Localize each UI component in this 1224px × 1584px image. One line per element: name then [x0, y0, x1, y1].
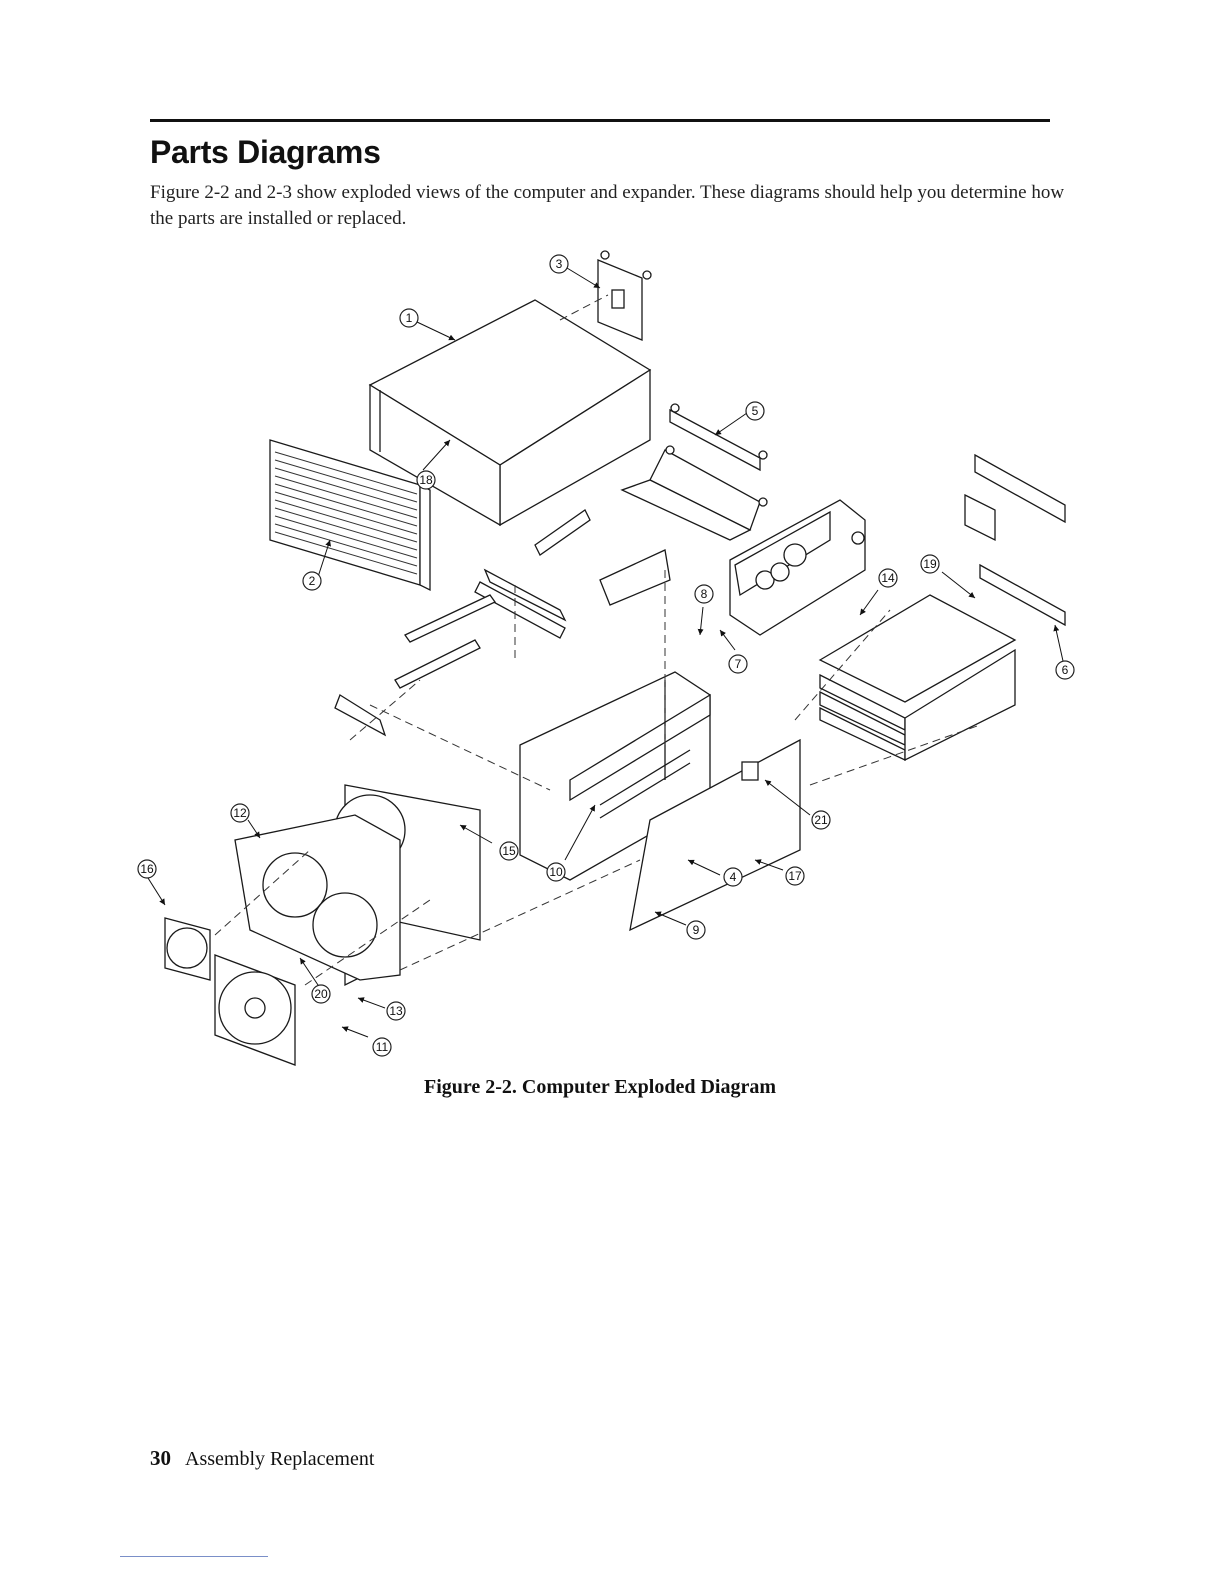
chassis-part [520, 672, 800, 930]
svg-text:4: 4 [730, 870, 737, 884]
svg-text:15: 15 [502, 844, 516, 858]
callout-12: 12 [231, 804, 249, 822]
svg-text:16: 16 [140, 862, 154, 876]
callout-4: 4 [724, 868, 742, 886]
callout-1: 1 [400, 309, 418, 327]
callout-17: 17 [786, 867, 804, 885]
callout-18: 18 [417, 471, 435, 489]
callout-19: 19 [921, 555, 939, 573]
svg-text:14: 14 [881, 571, 895, 585]
rear-panel-part [235, 785, 480, 985]
svg-text:17: 17 [788, 869, 802, 883]
svg-text:1: 1 [406, 311, 413, 325]
exploded-diagram-svg: 1 2 3 4 5 6 7 8 9 10 11 12 13 14 15 16 1… [130, 240, 1080, 1070]
page-title: Parts Diagrams [150, 134, 381, 171]
callout-13: 13 [387, 1002, 405, 1020]
page-footer: 30 Assembly Replacement [150, 1446, 374, 1471]
exploded-diagram: 1 2 3 4 5 6 7 8 9 10 11 12 13 14 15 16 1… [130, 240, 1080, 1070]
page-number: 30 [150, 1446, 171, 1470]
callout-15: 15 [500, 842, 518, 860]
callout-3: 3 [550, 255, 568, 273]
svg-text:18: 18 [419, 473, 433, 487]
svg-text:10: 10 [549, 865, 563, 879]
callout-6: 6 [1056, 661, 1074, 679]
callout-5: 5 [746, 402, 764, 420]
callout-2: 2 [303, 572, 321, 590]
svg-text:7: 7 [735, 657, 742, 671]
right-card-parts [820, 455, 1065, 760]
svg-text:9: 9 [693, 923, 700, 937]
intro-paragraph: Figure 2-2 and 2-3 show exploded views o… [150, 180, 1070, 232]
svg-text:12: 12 [233, 806, 247, 820]
bottom-link-line [120, 1556, 268, 1557]
callout-16: 16 [138, 860, 156, 878]
callout-7: 7 [729, 655, 747, 673]
svg-text:6: 6 [1062, 663, 1069, 677]
callout-20: 20 [312, 985, 330, 1003]
section-title: Assembly Replacement [185, 1448, 374, 1470]
svg-text:2: 2 [309, 574, 316, 588]
small-board-part [598, 251, 651, 340]
callout-8: 8 [695, 585, 713, 603]
svg-text:5: 5 [752, 404, 759, 418]
svg-text:11: 11 [376, 1040, 389, 1054]
figure-caption: Figure 2-2. Computer Exploded Diagram [0, 1076, 1200, 1099]
callout-9: 9 [687, 921, 705, 939]
callout-21: 21 [812, 811, 830, 829]
svg-text:8: 8 [701, 587, 708, 601]
callout-11: 11 [373, 1038, 391, 1056]
svg-text:20: 20 [314, 987, 328, 1001]
svg-text:3: 3 [556, 257, 563, 271]
callout-10: 10 [547, 863, 565, 881]
svg-text:19: 19 [923, 557, 937, 571]
svg-text:21: 21 [814, 813, 828, 827]
top-rule [150, 119, 1050, 122]
svg-text:13: 13 [389, 1004, 403, 1018]
callout-14: 14 [879, 569, 897, 587]
